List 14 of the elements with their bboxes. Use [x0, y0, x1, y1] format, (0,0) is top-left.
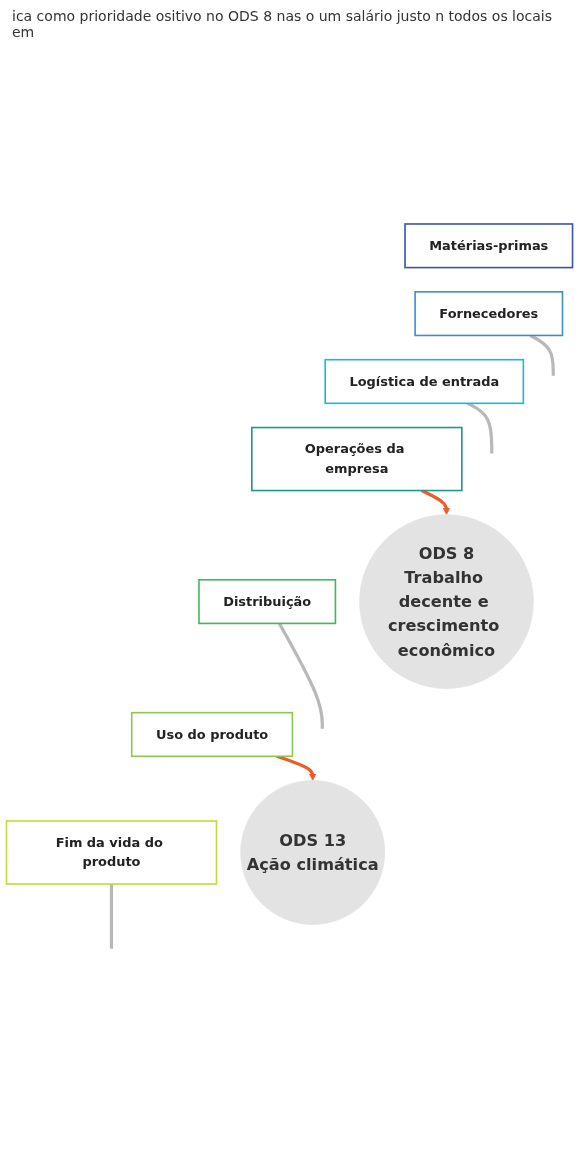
- connector: [109, 884, 114, 949]
- node-box: Operações da empresa: [251, 426, 463, 492]
- node-box: Matérias-primas: [404, 223, 574, 269]
- arrow: [420, 489, 451, 516]
- node-box: Distribuição: [198, 579, 337, 625]
- node-box: Fim da vida do produto: [5, 820, 218, 885]
- node-circle: ODS 8 Trabalho decente e crescimento econômico: [359, 514, 534, 689]
- connector: [277, 622, 324, 729]
- paragraph-text: ica como prioridade ositivo no ODS 8 nas o um salário justo n todos os locais em: [12, 8, 554, 40]
- node-box: Fornecedores: [414, 291, 564, 337]
- node-box: Logística de entrada: [324, 358, 525, 405]
- connector: [529, 334, 555, 376]
- node-box: Uso do produto: [130, 711, 294, 758]
- node-circle: ODS 13 Ação climática: [240, 780, 386, 925]
